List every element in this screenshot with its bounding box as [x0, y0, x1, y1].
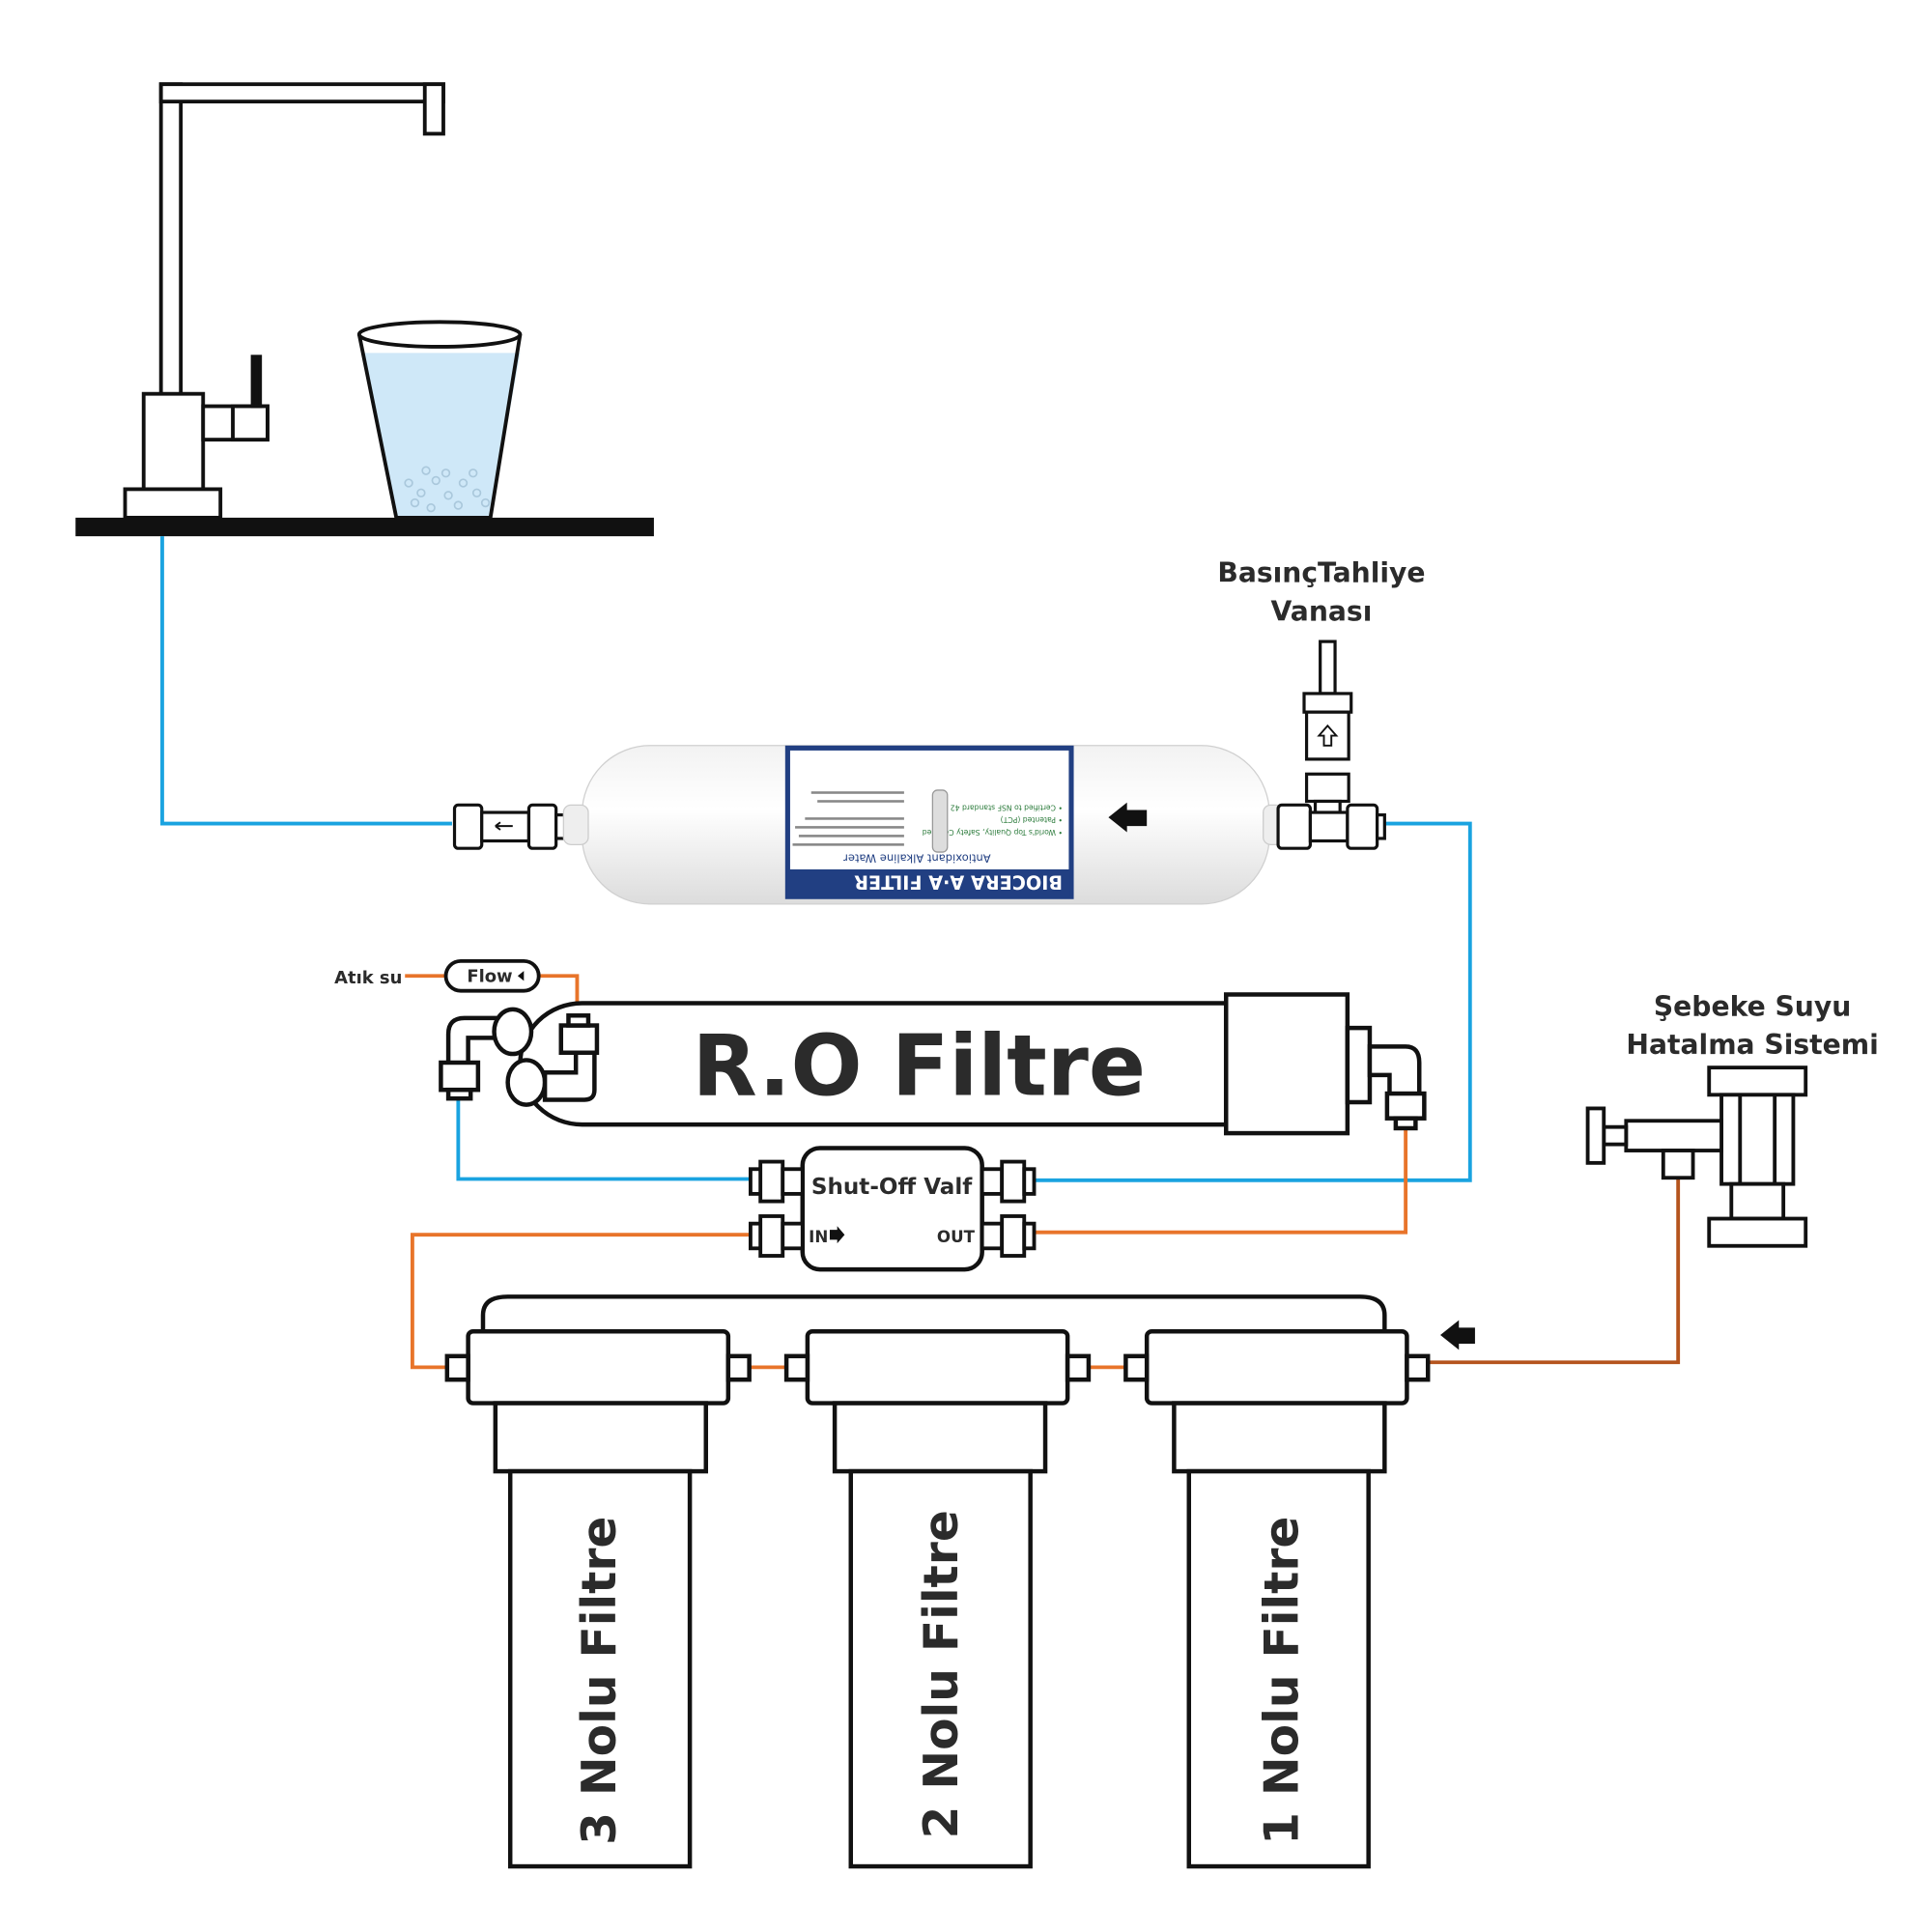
- aa-filter-bullet-3: • Certified to NSF standard 42: [951, 803, 1063, 811]
- ro-membrane-housing: [439, 992, 1427, 1136]
- supply-label-1: Şebeke Suyu: [1654, 990, 1851, 1022]
- filter-3-label: 3 Nolu Filtre: [573, 1517, 627, 1845]
- inflow-arrow-icon: [1440, 1320, 1475, 1350]
- inline-fitting: [452, 803, 568, 850]
- pressure-valve-label-2: Vanası: [1271, 595, 1373, 627]
- aa-filter-subtitle: Antioxidant Alkaline Water: [843, 852, 991, 866]
- shutoff-out-label: OUT: [937, 1228, 976, 1246]
- flow-arrow-icon: [517, 971, 525, 981]
- flow-restrictor: Flow: [443, 958, 541, 993]
- supply-line: [1419, 1176, 1681, 1365]
- flow-label: Flow: [467, 967, 512, 987]
- shutoff-valve: Shut-Off Valf IN OUT: [749, 1146, 1037, 1272]
- shutoff-label: Shut-Off Valf: [811, 1175, 973, 1200]
- aa-filter-cartridge: BIOCERA A·A FILTER Antioxidant Alkaline …: [562, 745, 1284, 905]
- aa-filter-brand: BIOCERA A·A FILTER: [854, 870, 1063, 893]
- pressure-valve-label-1: BasınçTahliye: [1217, 557, 1425, 589]
- arrow-left-icon: [1108, 802, 1148, 833]
- aa-filter-bullet-1: • World's Top Quality, Safety Certified: [923, 828, 1063, 837]
- prefilter-to-shutoff-line: [411, 1233, 750, 1370]
- ro-filter-label: R.O Filtre: [693, 1016, 1146, 1115]
- filter-housing-3: [444, 1328, 752, 1869]
- faucet-icon: [123, 82, 445, 520]
- pressure-relief-valve-icon: [1276, 639, 1386, 850]
- shutoff-to-ro-line: [1034, 1126, 1408, 1235]
- filter-2-label: 2 Nolu Filtre: [915, 1510, 969, 1838]
- filter-housing-1: [1123, 1328, 1431, 1869]
- filter-bracket: [480, 1294, 1387, 1332]
- clean-water-line-ro-out: [1034, 821, 1472, 1182]
- glass-of-water-icon: [356, 320, 523, 520]
- in-arrow-icon: [829, 1226, 845, 1244]
- filter-housing-2: [783, 1328, 1092, 1869]
- supply-label-2: Hatalma Sistemi: [1626, 1029, 1878, 1061]
- ro-feed-line: [456, 1095, 750, 1181]
- aa-filter-bullet-2: • Patented (PCT): [1001, 815, 1063, 824]
- waste-water-label: Atık su: [334, 968, 402, 988]
- clean-water-line-faucet: [160, 536, 452, 826]
- shutoff-in-label: IN: [809, 1228, 828, 1246]
- countertop: [75, 517, 654, 537]
- supply-valve-icon: [1585, 1065, 1808, 1248]
- filter-1-label: 1 Nolu Filtre: [1256, 1517, 1310, 1845]
